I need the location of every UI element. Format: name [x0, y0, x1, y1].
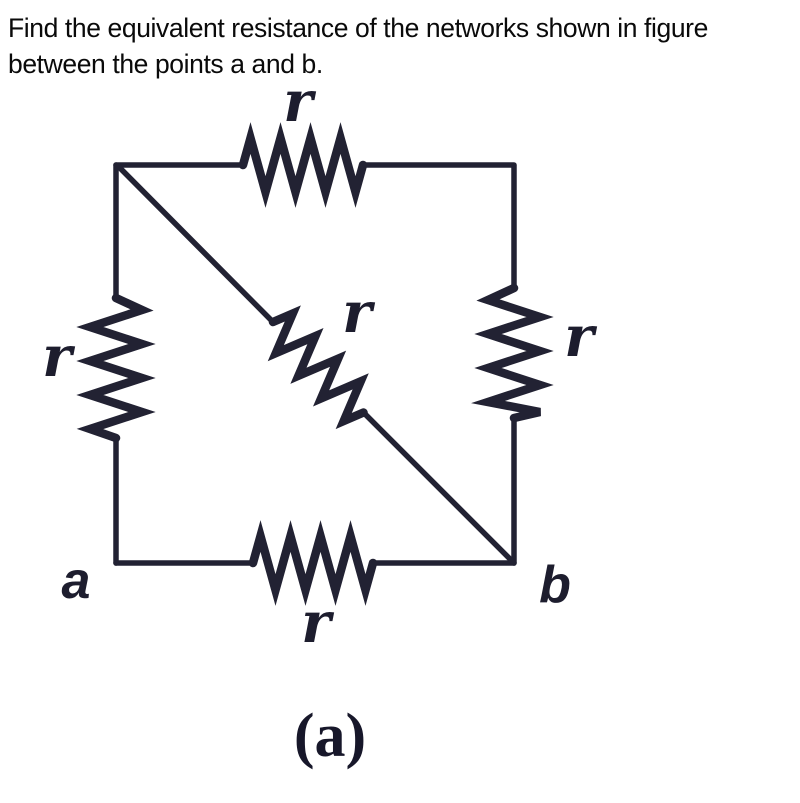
terminal-a-label: a	[62, 552, 91, 610]
resistor-left	[76, 293, 156, 443]
figure-caption: (a)	[293, 702, 367, 770]
resistor-diagonal-label: r	[342, 280, 375, 346]
resistor-bottom	[248, 520, 378, 606]
problem-statement-line2: between the points a and b.	[8, 49, 323, 79]
problem-statement-line1: Find the equivalent resistance of the ne…	[8, 13, 708, 43]
resistor-top	[238, 122, 368, 208]
resistor-bottom-label: r	[301, 590, 334, 656]
terminal-b-label: b	[539, 556, 571, 614]
problem-statement: Find the equivalent resistance of the ne…	[8, 10, 788, 82]
diagonal-wire	[115, 163, 516, 565]
resistor-top-label: r	[283, 69, 316, 135]
resistor-right	[471, 283, 554, 423]
resistor-diagonal	[267, 305, 369, 430]
resistor-left-label: r	[42, 324, 75, 390]
resistor-right-label: r	[564, 304, 597, 370]
